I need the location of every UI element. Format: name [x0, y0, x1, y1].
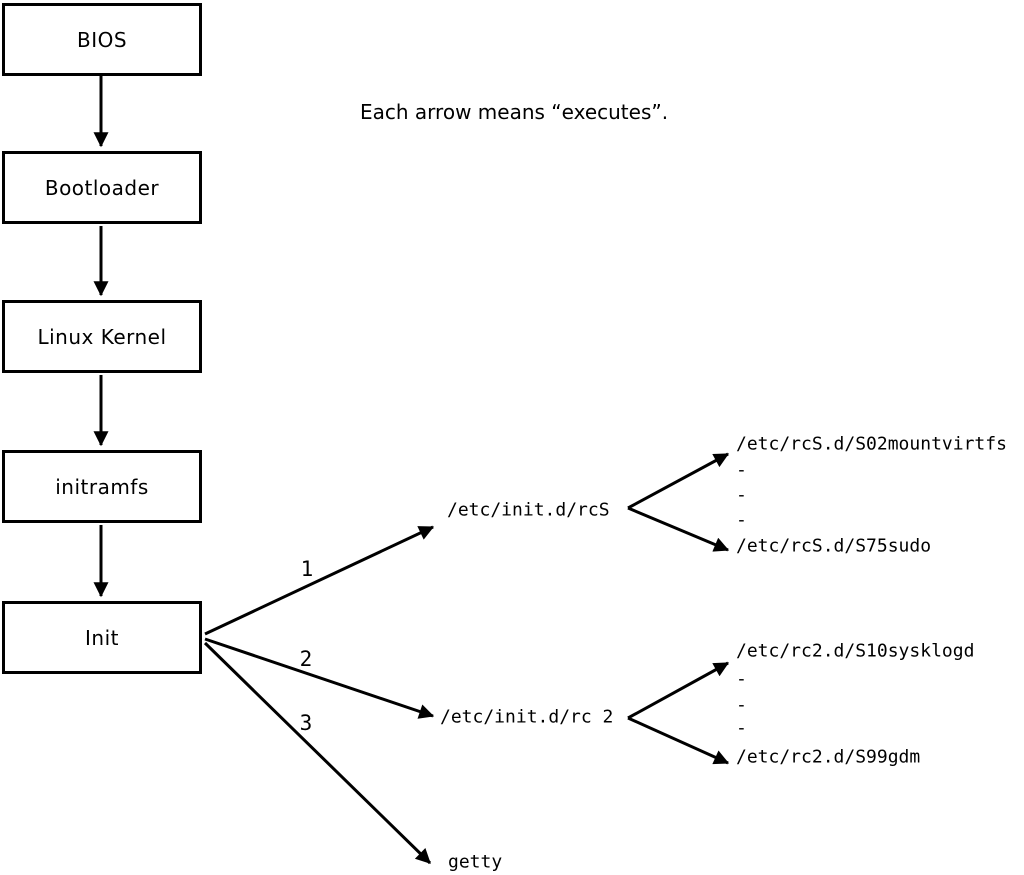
label-getty: getty — [448, 851, 503, 873]
node-linux-kernel-label: Linux Kernel — [37, 324, 167, 349]
arrow-rc2-to-s99 — [627, 716, 730, 765]
node-bios: BIOS — [2, 3, 202, 76]
label-rc2-last-script: /etc/rc2.d/S99gdm — [736, 746, 921, 768]
label-etc-init-d-rc2: /etc/init.d/rc 2 — [440, 706, 614, 728]
rc2-ellipsis-dash: - — [736, 717, 747, 739]
arrow-rc2-to-s10 — [627, 661, 730, 720]
arrow-init-to-getty — [203, 641, 432, 865]
arrow-init-to-rc2 — [204, 637, 435, 719]
node-bootloader-label: Bootloader — [44, 175, 160, 200]
rcS-ellipsis-dash: - — [736, 509, 747, 531]
node-initramfs: initramfs — [2, 450, 202, 523]
rcS-ellipsis-dash: - — [736, 484, 747, 506]
rc2-ellipsis-dash: - — [736, 668, 747, 690]
branch-order-3: 3 — [299, 711, 313, 735]
rc2-ellipsis-dash: - — [736, 694, 747, 716]
label-rc2-first-script: /etc/rc2.d/S10sysklogd — [736, 640, 975, 662]
branch-order-2: 2 — [299, 647, 313, 671]
arrow-rcS-to-s75 — [627, 506, 730, 552]
arrow-rcS-to-s02 — [627, 452, 730, 510]
node-initramfs-label: initramfs — [55, 474, 149, 499]
label-rcS-first-script: /etc/rcS.d/S02mountvirtfs — [736, 433, 1007, 455]
rcS-ellipsis-dash: - — [736, 459, 747, 481]
branch-order-1: 1 — [300, 557, 314, 581]
node-init: Init — [2, 601, 202, 674]
node-bootloader: Bootloader — [2, 151, 202, 224]
label-etc-init-d-rcS: /etc/init.d/rcS — [447, 499, 610, 521]
node-bios-label: BIOS — [76, 27, 128, 52]
label-rcS-last-script: /etc/rcS.d/S75sudo — [736, 535, 932, 557]
node-init-label: Init — [85, 625, 119, 650]
node-linux-kernel: Linux Kernel — [2, 300, 202, 373]
arrow-init-to-rcS — [204, 525, 435, 636]
legend-note: Each arrow means “executes”. — [360, 100, 669, 124]
